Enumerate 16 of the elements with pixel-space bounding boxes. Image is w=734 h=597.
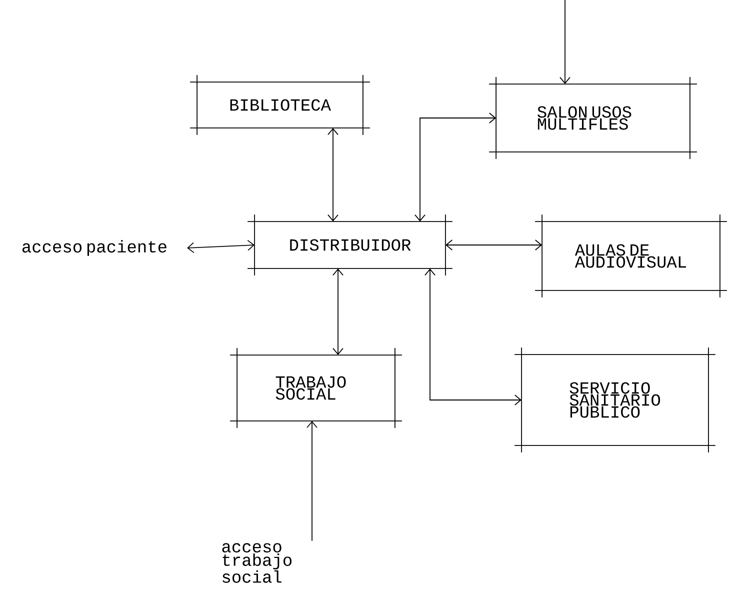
arrow xyxy=(306,420,318,542)
arrow xyxy=(445,240,542,250)
room-box: TRABAJO SOCIAL xyxy=(230,348,402,428)
arrow xyxy=(424,268,522,406)
room-box: SALON USOS MULTIFLES xyxy=(488,76,698,160)
room-box: DISTRIBUIDOR xyxy=(247,214,453,276)
arrow xyxy=(414,112,496,222)
room-box: BIBLIOTECA xyxy=(190,74,370,136)
arrow xyxy=(328,128,338,222)
text-label: acceso trabajo social xyxy=(222,543,292,583)
text-label: acceso paciente xyxy=(22,240,166,256)
arrow xyxy=(187,240,255,254)
arrow xyxy=(560,0,570,84)
room-box: SERVICIO SANITARIO PUBLICO xyxy=(514,347,716,453)
arrow xyxy=(332,268,344,356)
room-box: AULAS DE AUDIOVISUAL xyxy=(534,214,728,298)
